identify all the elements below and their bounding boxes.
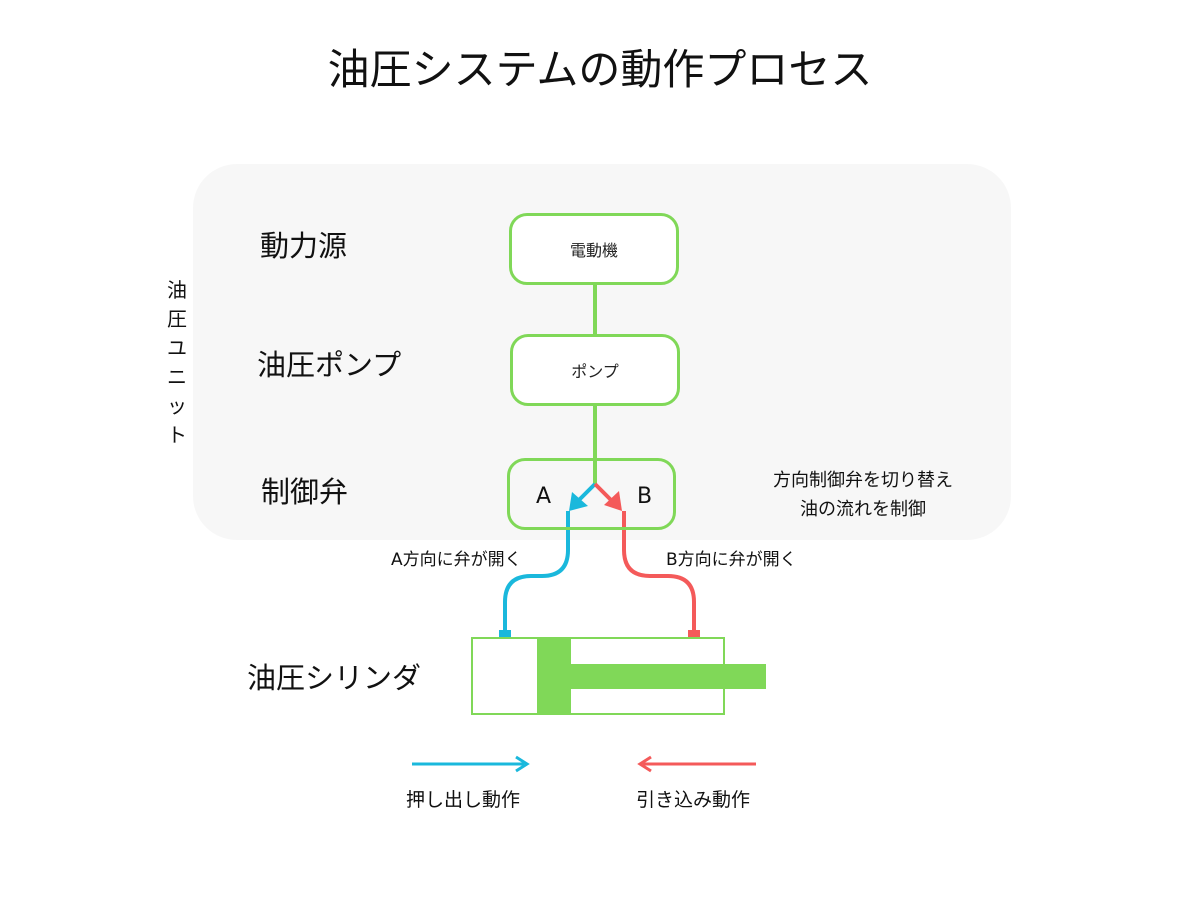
unit-label-char: ト: [167, 423, 187, 447]
line-b-to-cylinder: [622, 511, 696, 632]
valve-note-line: 方向制御弁を切り替え: [773, 470, 953, 491]
stage-power-label: 動力源: [260, 229, 348, 263]
valve-note: 方向制御弁を切り替え 油の流れを制御: [740, 466, 986, 524]
stage-pump-label: 油圧ポンプ: [257, 348, 402, 382]
valve-port-a-arrowhead: [569, 492, 588, 511]
valve-port-b-label: B: [637, 484, 653, 509]
page-title: 油圧システムの動作プロセス: [327, 45, 873, 94]
legend-push-label: 押し出し動作: [406, 789, 521, 811]
legend-pull-label: 引き込み動作: [636, 789, 751, 811]
unit-label-char: ッ: [167, 394, 187, 418]
cylinder-rod: [571, 664, 766, 689]
line-a-to-cylinder: [503, 511, 570, 632]
stage-cylinder-label: 油圧シリンダ: [247, 661, 422, 695]
motor-box: 電動機: [509, 213, 679, 285]
legend-push-arrowhead: [515, 755, 530, 773]
unit-label-char: 油: [167, 278, 187, 302]
control-valve-box: [507, 458, 676, 530]
unit-label-char: ニ: [167, 365, 187, 389]
valve-port-b-arrow: [593, 482, 615, 504]
stage-valve-label: 制御弁: [261, 475, 349, 509]
legend-pull-arrowhead: [637, 755, 652, 773]
valve-port-b-arrowhead: [604, 491, 622, 511]
valve-port-a-label: A: [536, 484, 552, 509]
flow-label-b: B方向に弁が開く: [666, 550, 797, 570]
pump-box-label: ポンプ: [571, 362, 619, 381]
flow-label-a: A方向に弁が開く: [391, 550, 522, 570]
cylinder-piston: [537, 638, 571, 714]
unit-label-char: 圧: [167, 307, 187, 331]
hydraulic-unit-label: 油 圧 ユ ニ ッ ト: [160, 276, 194, 450]
pump-box: ポンプ: [510, 334, 680, 406]
unit-label-char: ユ: [167, 336, 187, 360]
valve-note-line: 油の流れを制御: [800, 499, 926, 520]
motor-box-label: 電動機: [569, 241, 618, 260]
